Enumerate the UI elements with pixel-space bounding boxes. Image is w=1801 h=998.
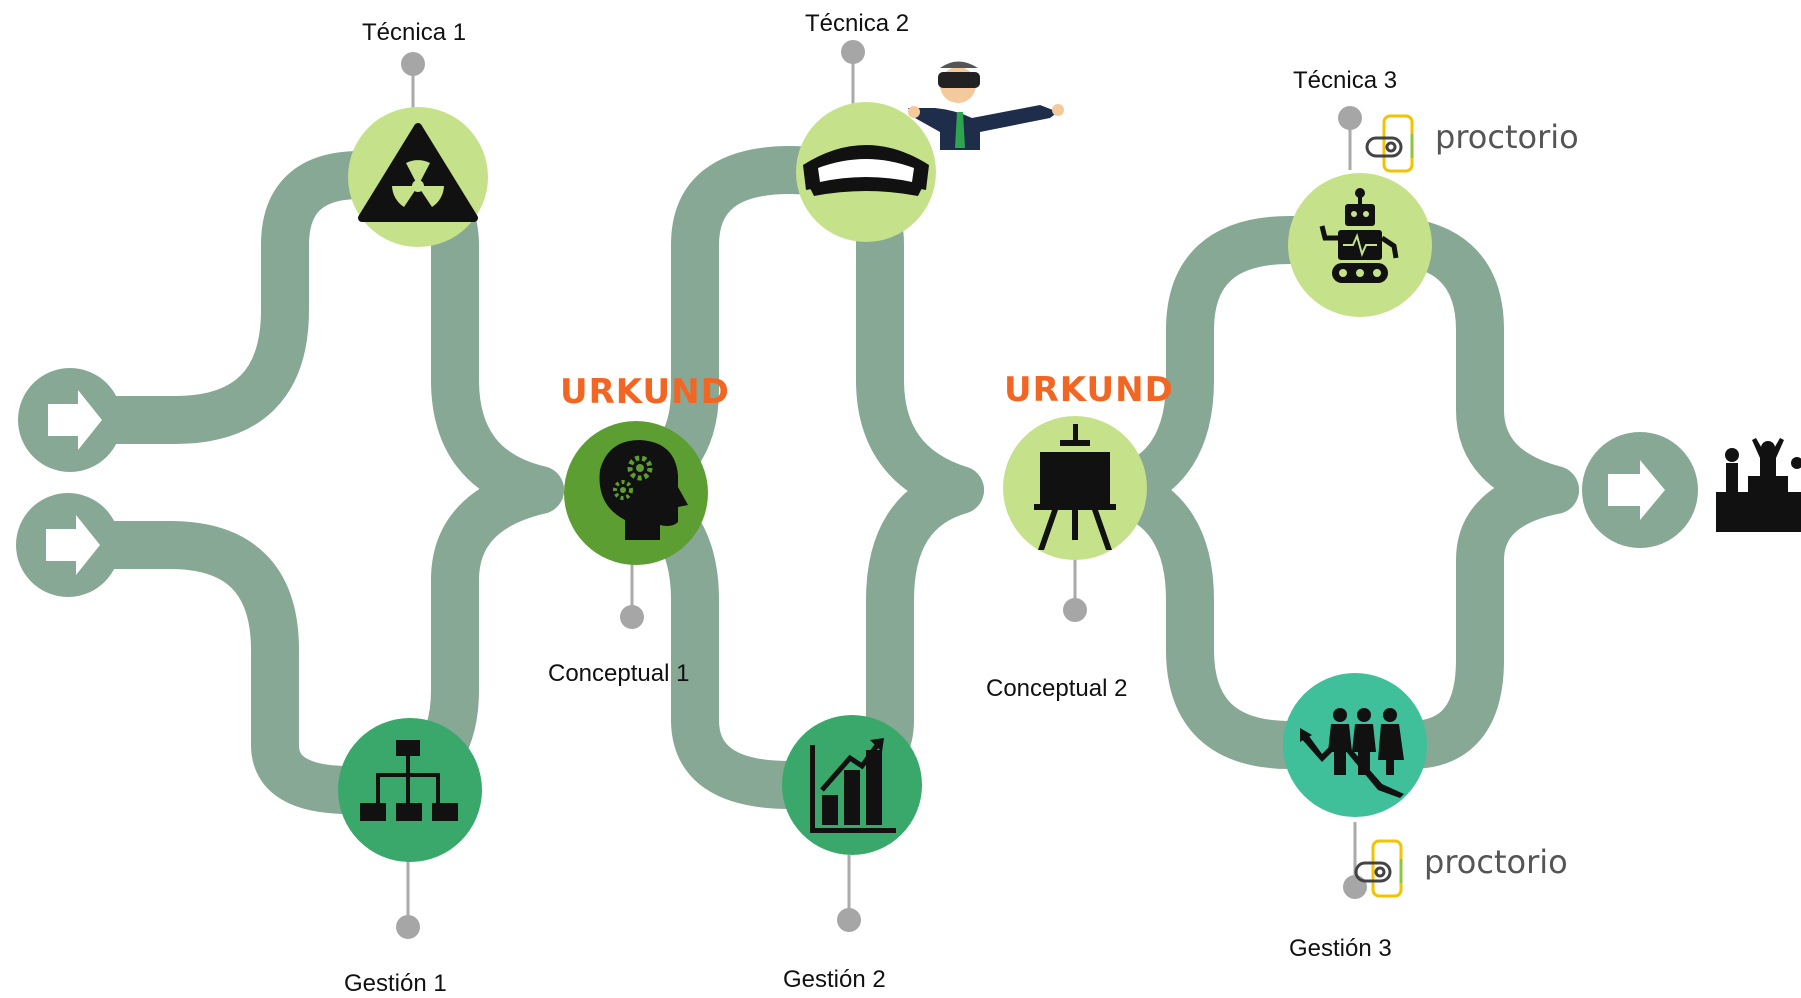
node-gestion-1[interactable]	[338, 718, 482, 862]
node-conceptual-2[interactable]	[1003, 416, 1147, 560]
podium-winners-icon	[1716, 438, 1801, 532]
brain-gears-icon	[599, 440, 688, 540]
bar-chart-icon	[810, 738, 896, 833]
node-gestion-3[interactable]	[1283, 673, 1427, 817]
urkund-logo-1: URKUND	[560, 372, 730, 412]
label-tecnica-3: Técnica 3	[1293, 67, 1398, 94]
start-marker-bottom	[16, 493, 120, 597]
proctorio-logo-icon	[1365, 114, 1414, 173]
label-gestion-2: Gestión 2	[783, 966, 886, 993]
label-conceptual-1: Conceptual 1	[548, 660, 690, 687]
easel-icon	[1034, 424, 1116, 550]
end-marker	[1582, 432, 1698, 548]
vr-man-illustration	[908, 61, 1064, 150]
node-tecnica-3[interactable]	[1288, 173, 1432, 317]
node-tecnica-2[interactable]	[796, 102, 936, 242]
org-chart-icon	[360, 740, 458, 821]
proctorio-wordmark: proctorio	[1435, 118, 1579, 156]
urkund-logo-2: URKUND	[1004, 370, 1174, 410]
proctorio-logo-2: proctorio	[1424, 843, 1568, 881]
proctorio-wordmark: proctorio	[1424, 843, 1568, 881]
radiation-icon	[358, 123, 478, 222]
proctorio-logo-icon	[1354, 839, 1403, 898]
label-conceptual-2: Conceptual 2	[986, 675, 1128, 702]
node-gestion-2[interactable]	[782, 715, 922, 855]
node-conceptual-1[interactable]	[564, 421, 708, 565]
label-tecnica-1: Técnica 1	[362, 19, 467, 46]
node-tecnica-1[interactable]	[348, 107, 488, 247]
arrow-right-icon	[1608, 460, 1665, 520]
label-gestion-3: Gestión 3	[1289, 935, 1392, 962]
proctorio-logo-1: proctorio	[1435, 118, 1579, 156]
start-marker-top	[18, 368, 122, 472]
label-gestion-1: Gestión 1	[344, 970, 447, 997]
vr-goggles-icon	[803, 145, 929, 196]
arrow-right-icon	[46, 515, 100, 575]
arrow-right-icon	[48, 390, 102, 450]
robot-icon	[1319, 188, 1399, 283]
label-tecnica-2: Técnica 2	[805, 10, 910, 37]
team-growth-icon	[1300, 708, 1404, 798]
